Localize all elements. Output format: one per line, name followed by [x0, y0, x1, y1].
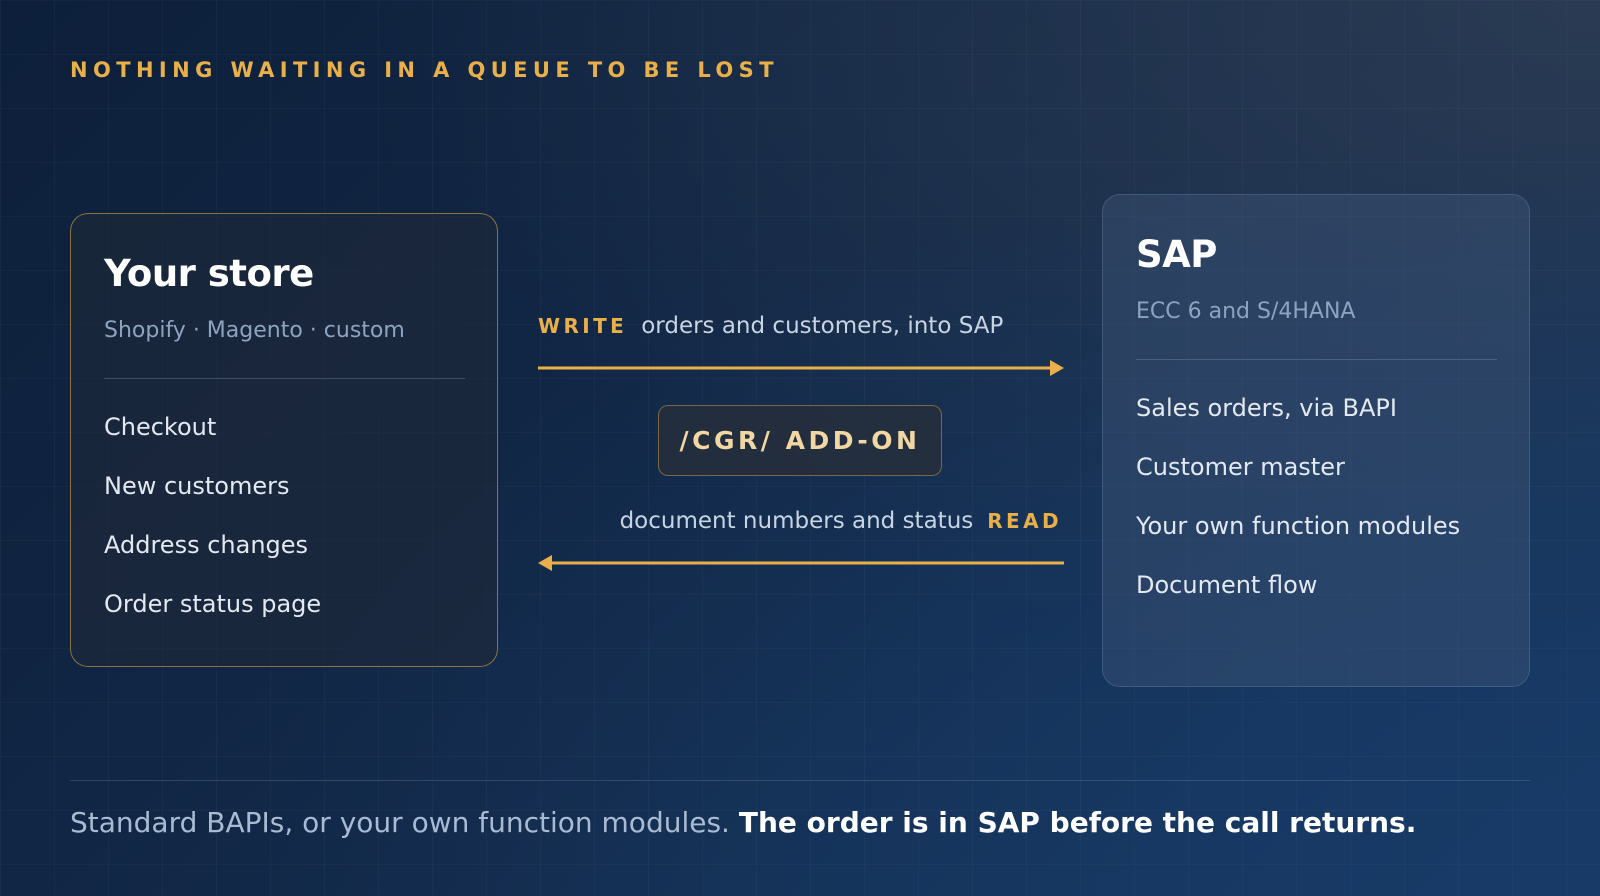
- store-subtitle: Shopify · Magento · custom: [104, 318, 405, 343]
- store-divider: [104, 378, 465, 379]
- read-flow-label: document numbers and status READ: [620, 508, 1062, 534]
- sap-item-list: Sales orders, via BAPI Customer master Y…: [1136, 388, 1501, 624]
- write-flow-label: WRITE orders and customers, into SAP: [538, 313, 1003, 339]
- store-item-order-status-page: Order status page: [104, 590, 322, 618]
- read-description: document numbers and status: [619, 508, 974, 534]
- store-item-address-changes: Address changes: [104, 531, 309, 559]
- sap-title: SAP: [1136, 233, 1217, 276]
- footer-statement: Standard BAPIs, or your own function mod…: [70, 806, 1416, 839]
- store-item-checkout: Checkout: [104, 413, 217, 441]
- sap-subtitle: ECC 6 and S/4HANA: [1136, 299, 1356, 324]
- store-item-new-customers: New customers: [104, 472, 290, 500]
- sap-item-customer-master: Customer master: [1136, 453, 1345, 481]
- footer-emphasis: The order is in SAP before the call retu…: [738, 806, 1417, 839]
- store-title: Your store: [104, 252, 314, 295]
- read-arrow: [538, 555, 1064, 571]
- cgr-addon-badge: /CGR/ ADD-ON: [658, 405, 942, 476]
- sap-item-document-flow: Document flow: [1136, 571, 1318, 599]
- store-item-list: Checkout New customers Address changes O…: [104, 407, 469, 643]
- read-verb: READ: [987, 509, 1062, 533]
- footer-divider: [70, 780, 1530, 781]
- write-arrow: [538, 360, 1064, 376]
- write-description: orders and customers, into SAP: [641, 313, 1004, 339]
- store-panel: Your store Shopify · Magento · custom Ch…: [70, 213, 498, 667]
- write-verb: WRITE: [538, 314, 628, 338]
- sap-item-function-modules: Your own function modules: [1136, 512, 1461, 540]
- sap-divider: [1136, 359, 1497, 360]
- sap-item-sales-orders: Sales orders, via BAPI: [1136, 394, 1397, 422]
- eyebrow-heading: NOTHING WAITING IN A QUEUE TO BE LOST: [70, 58, 779, 82]
- sap-panel: SAP ECC 6 and S/4HANA Sales orders, via …: [1102, 194, 1530, 687]
- footer-lead: Standard BAPIs, or your own function mod…: [70, 806, 730, 839]
